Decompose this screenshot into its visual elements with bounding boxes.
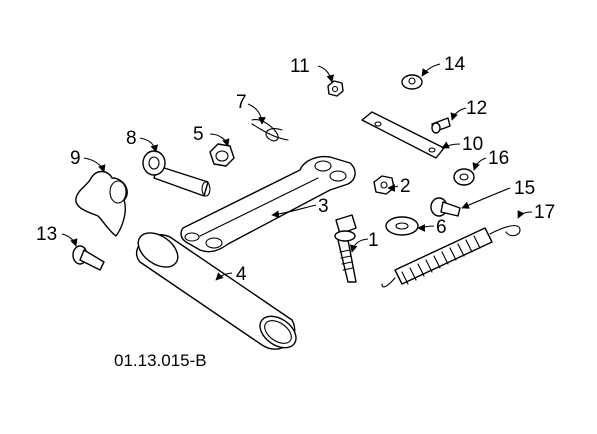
callout-leaders (61, 63, 533, 281)
part-flange-nut (401, 74, 423, 90)
callout-4: 4 (236, 264, 247, 285)
callout-10: 10 (462, 134, 483, 155)
callout-12: 12 (466, 98, 487, 119)
part-bracket-plate (180, 155, 356, 253)
part-tube (135, 232, 297, 350)
part-lock-nut (209, 143, 235, 167)
callout-1: 1 (368, 230, 379, 251)
callout-17: 17 (534, 202, 555, 223)
part-flat-bar (361, 111, 445, 159)
part-shoulder-pin (142, 150, 211, 197)
callout-3: 3 (318, 196, 329, 217)
callout-15: 15 (514, 178, 535, 199)
part-clip-pin (251, 119, 289, 142)
part-nut-2 (373, 175, 395, 195)
callout-5: 5 (193, 124, 204, 145)
part-bushing (453, 168, 475, 186)
callout-8: 8 (126, 128, 137, 149)
part-bolt (334, 214, 357, 283)
part-nut-11 (327, 80, 344, 97)
callout-7: 7 (236, 92, 247, 113)
callout-6: 6 (436, 217, 447, 238)
part-knob (75, 170, 128, 237)
part-small-bolt (72, 245, 105, 271)
callout-14: 14 (444, 54, 466, 75)
callout-11: 11 (290, 56, 310, 77)
callout-labels: 1 2 3 4 5 6 7 8 9 10 11 12 13 14 15 16 1… (36, 54, 555, 285)
callout-13: 13 (36, 224, 57, 245)
callout-16: 16 (488, 148, 509, 169)
part-screw (431, 117, 451, 134)
part-washer (385, 216, 419, 236)
part-spring (381, 225, 521, 288)
part-flange-bolt (430, 197, 461, 217)
figure-reference: 01.13.015-B (114, 351, 207, 370)
callout-9: 9 (70, 148, 81, 169)
callout-2: 2 (400, 176, 411, 197)
